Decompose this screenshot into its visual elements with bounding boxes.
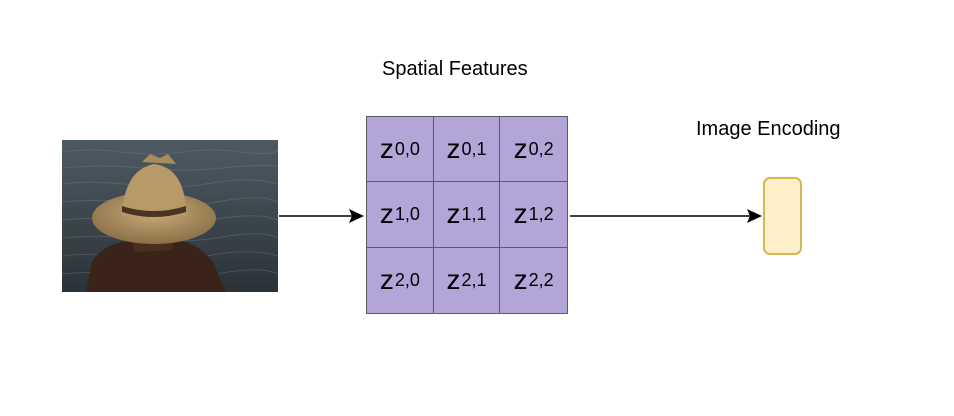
- feature-symbol: z: [379, 264, 394, 296]
- spatial-features-label: Spatial Features: [382, 58, 528, 80]
- feature-symbol: z: [379, 198, 394, 230]
- feature-symbol: z: [513, 264, 528, 296]
- feature-index: 0,0: [394, 138, 420, 159]
- feature-symbol: z: [446, 264, 461, 296]
- image-encoding-vector: [763, 177, 802, 255]
- input-photo: [62, 140, 278, 292]
- feature-index: 2,0: [394, 269, 420, 290]
- feature-index: 1,1: [461, 203, 487, 224]
- feature-symbol: z: [513, 198, 528, 230]
- feature-symbol: z: [513, 133, 528, 165]
- feature-index: 1,2: [528, 203, 554, 224]
- feature-symbol: z: [446, 198, 461, 230]
- feature-symbol: z: [379, 133, 394, 165]
- feature-index: 0,2: [528, 138, 554, 159]
- image-encoding-label: Image Encoding: [696, 118, 841, 140]
- feature-index: 2,1: [461, 269, 487, 290]
- feature-index: 1,0: [394, 203, 420, 224]
- arrow-features-to-encoding: [570, 209, 762, 223]
- feature-index: 2,2: [528, 269, 554, 290]
- feature-symbol: z: [446, 133, 461, 165]
- feature-index: 0,1: [461, 138, 487, 159]
- arrow-image-to-features: [279, 209, 364, 223]
